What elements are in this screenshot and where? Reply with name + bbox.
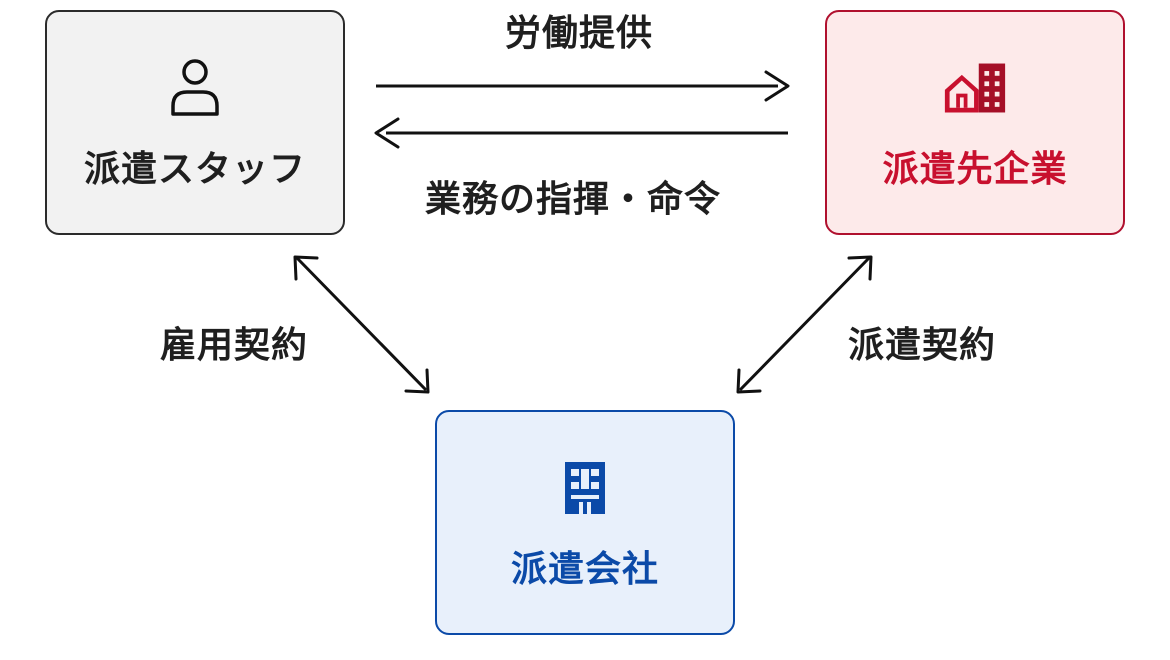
client-company-label: 派遣先企業	[882, 149, 1068, 190]
person-icon	[163, 56, 227, 120]
dispatch-contract-label: 派遣契約	[848, 325, 997, 366]
staff-label: 派遣スタッフ	[83, 149, 306, 190]
client-company-node: 派遣先企業	[825, 10, 1125, 235]
office-building-icon	[553, 456, 617, 520]
employment-arrow	[293, 255, 430, 394]
agency-label: 派遣会社	[510, 549, 659, 590]
agency-node: 派遣会社	[435, 410, 735, 635]
employment-contract-label: 雇用契約	[160, 325, 309, 366]
dispatch-arrow	[736, 255, 873, 394]
labor-label: 労働提供	[505, 13, 654, 54]
staff-node: 派遣スタッフ	[45, 10, 345, 235]
command-arrow	[374, 117, 788, 149]
building-house-icon	[943, 56, 1007, 120]
labor-arrow	[376, 70, 790, 102]
command-label: 業務の指揮・命令	[425, 179, 722, 220]
